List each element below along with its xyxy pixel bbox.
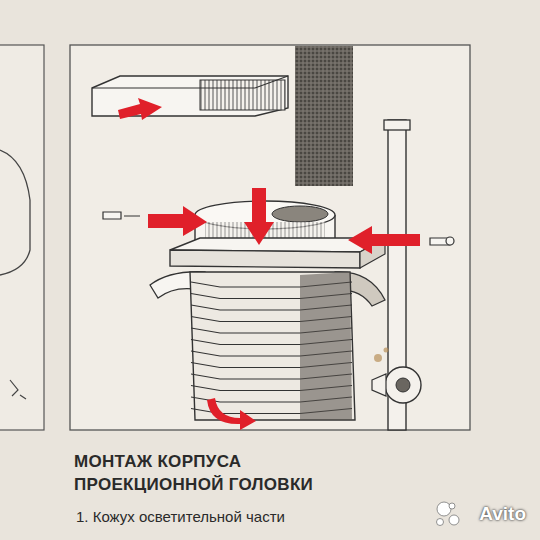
watermark-logo [437, 502, 460, 526]
watermark-text: Avito [479, 503, 526, 525]
instruction-step: 1. Кожух осветительной части [76, 508, 285, 526]
section-title: МОНТАЖ КОРПУСА ПРОЕКЦИОННОЙ ГОЛОВКИ [74, 450, 344, 496]
